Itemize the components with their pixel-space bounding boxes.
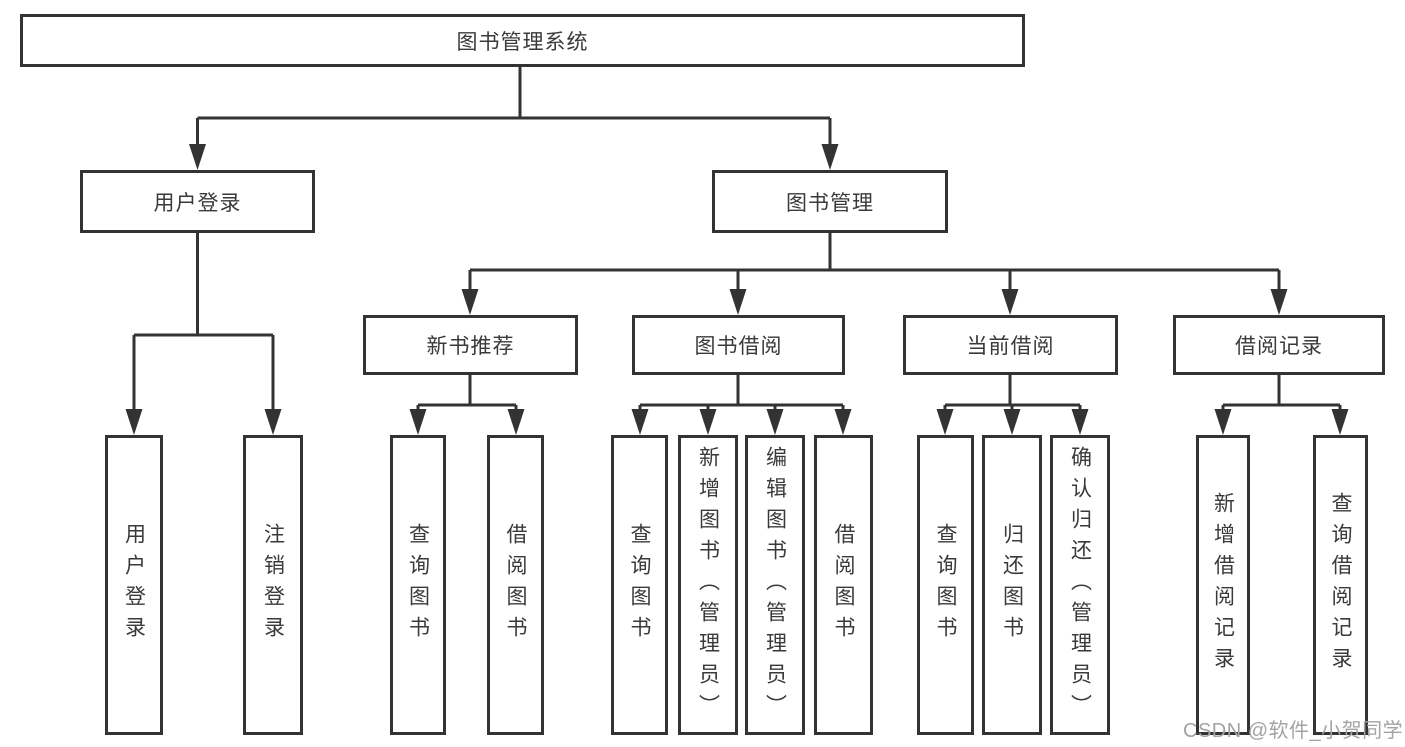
leaf-label: 编辑图书（管理员） (763, 445, 787, 725)
node-new-book-recommendation: 新书推荐 (363, 315, 578, 375)
node-label: 当前借阅 (966, 335, 1055, 358)
leaf-label: 确认归还（管理员） (1068, 445, 1092, 725)
node-label: 新书推荐 (426, 335, 515, 358)
node-user-login: 用户登录 (80, 170, 315, 233)
leaf-edit-books-admin: 编辑图书（管理员） (745, 435, 805, 735)
leaf-add-borrow-record: 新增借阅记录 (1196, 435, 1250, 735)
leaf-label: 用户登录 (122, 523, 146, 647)
leaf-return-books: 归还图书 (982, 435, 1042, 735)
node-label: 图书借阅 (694, 335, 783, 358)
leaf-confirm-return-admin: 确认归还（管理员） (1050, 435, 1110, 735)
csdn-watermark: CSDN @软件_小贺同学 (1183, 720, 1404, 742)
leaf-query-borrow-record: 查询借阅记录 (1313, 435, 1368, 735)
leaf-label: 归还图书 (1000, 523, 1024, 647)
leaf-borrow-books: 借阅图书 (814, 435, 873, 735)
node-borrowing-records: 借阅记录 (1173, 315, 1385, 375)
leaf-add-books-admin: 新增图书（管理员） (678, 435, 738, 735)
leaf-label: 注销登录 (261, 523, 285, 647)
leaf-label: 查询图书 (406, 523, 430, 647)
leaf-label: 新增图书（管理员） (696, 445, 720, 725)
node-book-borrowing: 图书借阅 (632, 315, 845, 375)
leaf-query-books-borrowing: 查询图书 (611, 435, 668, 735)
leaf-label: 查询借阅记录 (1329, 492, 1352, 678)
leaf-user-login: 用户登录 (105, 435, 163, 735)
leaf-label: 查询图书 (628, 523, 651, 647)
node-label: 图书管理系统 (456, 30, 589, 54)
leaf-label: 借阅图书 (832, 523, 855, 647)
leaf-query-books-current: 查询图书 (917, 435, 974, 735)
node-label: 借阅记录 (1235, 335, 1323, 358)
leaf-query-books-recommend: 查询图书 (390, 435, 446, 735)
node-label: 图书管理 (786, 191, 874, 215)
leaf-label: 查询图书 (934, 523, 957, 647)
leaf-label: 新增借阅记录 (1211, 492, 1235, 678)
node-label: 用户登录 (153, 191, 242, 215)
leaf-label: 借阅图书 (504, 523, 527, 647)
leaf-borrow-books-recommend: 借阅图书 (487, 435, 544, 735)
node-book-management: 图书管理 (712, 170, 948, 233)
leaf-logout: 注销登录 (243, 435, 303, 735)
node-library-management-system: 图书管理系统 (20, 14, 1025, 67)
node-current-borrowing: 当前借阅 (903, 315, 1118, 375)
